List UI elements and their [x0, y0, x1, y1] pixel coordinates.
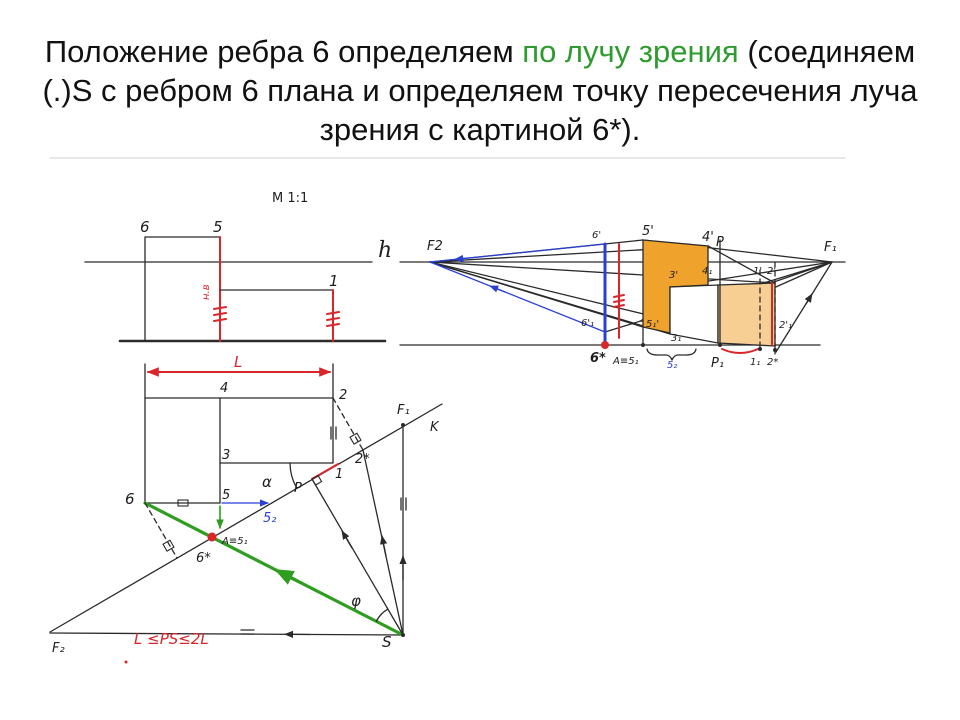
title-line-2: (.)S с ребром 6 плана и определяем точку…	[42, 73, 918, 108]
distance-rule-label: L ≤PS≤2L	[134, 630, 209, 648]
elevation-label-6: 6	[140, 218, 150, 236]
low-block-side-face	[717, 282, 776, 347]
label-length-l: L	[234, 353, 242, 371]
label-a-perspective: A≡5₁	[612, 356, 639, 367]
elevation-view: М 1:1 6 5 1 н.в h	[84, 191, 392, 343]
true-height-label: н.в	[201, 284, 212, 300]
plan-label-a: A≡5₁	[221, 536, 248, 547]
label-2-prime-base: 2'₁	[779, 320, 792, 331]
point-s	[401, 633, 405, 637]
plan-label-s: S	[382, 633, 392, 651]
title-line-3: зрения с картиной 6*).	[319, 112, 641, 147]
ray-s-to-f2	[49, 632, 404, 636]
title-highlight: по лучу зрения	[522, 34, 739, 69]
arrow-s-to-2-star	[380, 535, 388, 557]
label-2-prime: 2'	[767, 266, 776, 277]
arrow-s-to-p	[341, 530, 353, 549]
point-a-perspective	[641, 343, 645, 347]
angle-alpha-arc	[289, 462, 298, 489]
right-angle-mark-p	[311, 474, 323, 486]
right-angle-mark-2	[349, 432, 362, 445]
stray-red-mark	[124, 660, 128, 664]
plan-label-4: 4	[220, 381, 228, 396]
arc-p1-1	[721, 348, 759, 354]
plan-view: L 4 2 F₁ K 3 α P 1 2* 6 5 5₂ A≡5₁ 6* φ F…	[49, 353, 443, 664]
label-5-prime: 5'	[642, 224, 654, 239]
label-f2-perspective: F2	[427, 239, 443, 254]
label-6-star-perspective: 6*	[590, 351, 606, 366]
perpendicular-2-to-k	[332, 397, 364, 451]
label-2-star-perspective: 2*	[767, 357, 778, 368]
slide-title: Положение ребра 6 определяем по лучу зре…	[0, 32, 960, 149]
point-2-star-perspective	[773, 348, 777, 352]
picture-plane-k	[49, 403, 443, 633]
plan-label-6: 6	[125, 490, 135, 508]
point-6-star-perspective	[601, 341, 609, 349]
horizon-label-h: h	[378, 238, 392, 263]
label-p1-perspective: P₁	[711, 356, 724, 371]
plan-label-5-2: 5₂	[263, 511, 276, 526]
label-5-base: 5₁'	[646, 319, 659, 330]
plan-label-3: 3	[222, 448, 230, 463]
brace-5-2	[646, 348, 697, 361]
label-6-prime: 6'	[592, 230, 601, 241]
plan-label-p: P	[294, 481, 302, 496]
sight-ray-s-to-6	[143, 501, 405, 637]
right-angle-mark-6	[162, 539, 175, 552]
plan-label-2: 2	[339, 388, 347, 403]
equal-marks-edge-1	[326, 311, 340, 327]
label-3-base: 3₁	[671, 333, 681, 344]
scale-label: М 1:1	[272, 191, 308, 206]
tall-block-outline	[144, 236, 221, 342]
plan-outline	[144, 397, 334, 504]
point-6-star-plan	[207, 532, 217, 542]
label-3-prime: 3'	[669, 270, 678, 281]
parallel-mark-6-5	[177, 499, 189, 507]
label-f1-perspective: F₁	[824, 240, 837, 255]
plan-label-5: 5	[222, 488, 230, 503]
label-4-prime: 4'	[702, 230, 714, 245]
point-f1-plan	[401, 423, 405, 427]
label-1-1-perspective: 1₁	[750, 357, 760, 368]
sight-ray-arrow	[274, 568, 302, 585]
equal-marks-edge-6	[613, 294, 625, 308]
plan-label-k: K	[430, 420, 440, 435]
angle-phi-arc	[375, 608, 389, 622]
elevation-label-1: 1	[329, 272, 339, 290]
label-6-prime-base: 6'₁	[581, 318, 594, 329]
plan-label-1: 1	[335, 467, 343, 482]
perspective-view: F2 F₁ 6' 5' 4' P 3' 4₁ 1' 2' 6'₁ 5₁' 3₁ …	[399, 224, 846, 371]
title-line-1-start: Положение ребра 6 определяем	[44, 34, 523, 69]
plan-label-alpha: α	[262, 473, 272, 491]
label-1-prime: 1'	[753, 266, 762, 277]
title-line-1-end: (соединяем	[738, 34, 916, 69]
point-p1-perspective	[718, 343, 722, 347]
title-line-1: Положение ребра 6 определяем по лучу зре…	[0, 32, 960, 71]
perpendicular-6-to-k	[144, 502, 178, 559]
elevation-label-5: 5	[213, 218, 223, 236]
plan-label-phi: φ	[351, 592, 361, 610]
label-4-sub: 4₁	[702, 266, 712, 277]
point-1-1-perspective	[758, 347, 762, 351]
label-5-2-perspective: 5₂	[667, 360, 677, 371]
plan-label-2-star: 2*	[355, 452, 370, 467]
plan-label-f2: F₂	[52, 641, 65, 656]
label-p-top: P	[716, 235, 724, 250]
plan-label-6-star: 6*	[196, 551, 211, 566]
plan-label-f1: F₁	[397, 403, 410, 418]
equal-marks-edge-5	[213, 306, 227, 322]
tall-block-top-edge-extension	[707, 245, 776, 284]
